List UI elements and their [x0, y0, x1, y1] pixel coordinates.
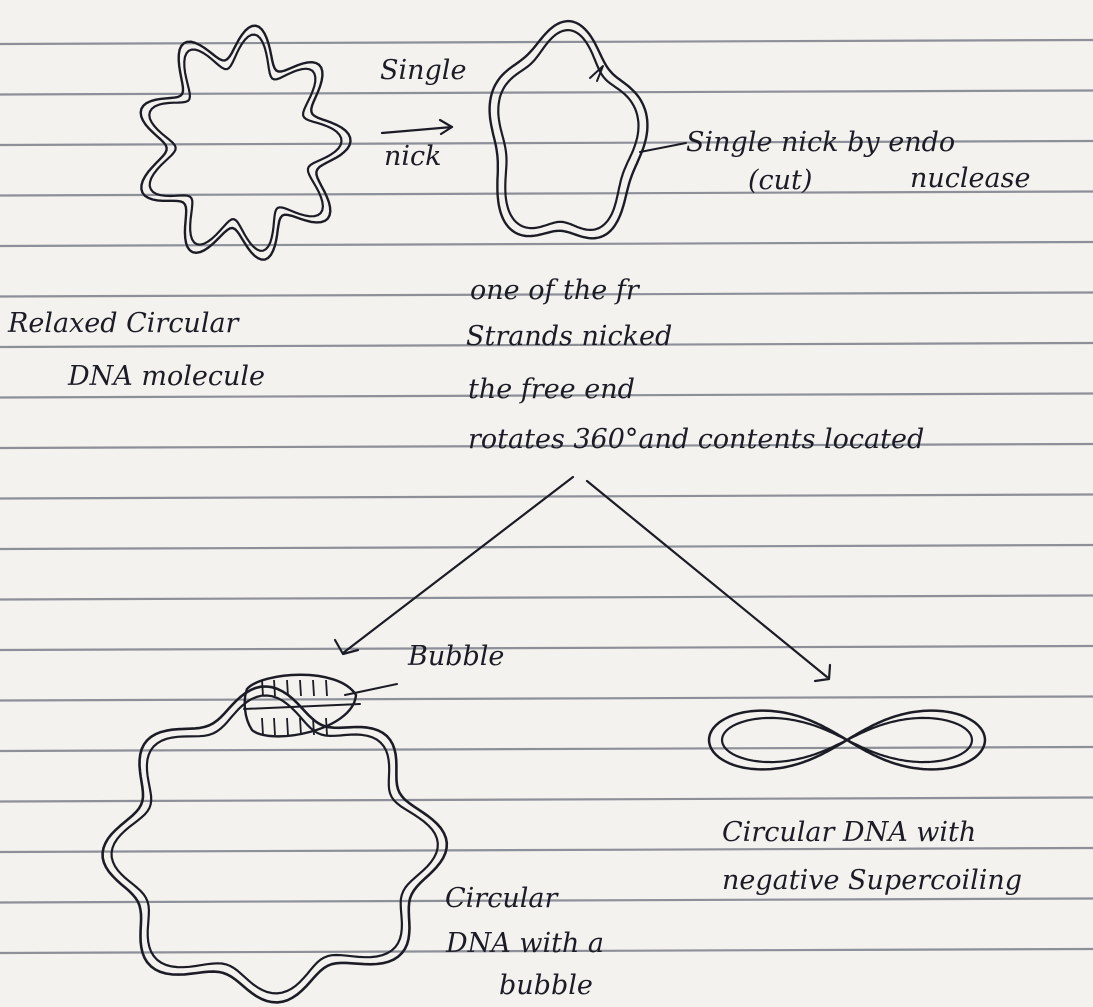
arrow-label-nick: nick	[384, 138, 442, 176]
process-caption-line-1: one of the fr	[470, 272, 639, 310]
relaxed-caption-line-2: DNA molecule	[68, 358, 265, 396]
ruled-line	[0, 545, 1093, 549]
supercoil-inner-strand	[722, 718, 972, 762]
nicked-dna-outer-strand	[490, 21, 648, 238]
arrow-to-bubble-head	[335, 640, 358, 654]
bubble-hatch-stroke	[326, 718, 327, 735]
ruled-line	[0, 747, 1093, 751]
bubble-label: Bubble	[408, 638, 504, 676]
bubble-hatch-stroke	[274, 680, 275, 696]
supercoiled-dna	[709, 711, 985, 770]
nicked-dna-inner-strand	[498, 30, 638, 230]
supercoil-caption-line-1: Circular DNA with	[722, 814, 976, 852]
bubble-hatch-stroke	[300, 680, 301, 696]
free-end-arrow	[590, 66, 603, 81]
arrow-label-single: Single	[380, 52, 466, 90]
bubble-caption-line-2: DNA with a	[446, 925, 604, 963]
bubble-hatch-stroke	[313, 718, 314, 735]
nick-arrow-shaft	[382, 127, 452, 133]
nick-arrow	[382, 120, 452, 134]
ruled-line	[0, 596, 1093, 600]
nick-note-line-2: (cut)	[748, 162, 812, 200]
bubble-hatch-stroke	[287, 680, 288, 696]
bubble-hatch-stroke	[274, 718, 275, 735]
bubble-hatch-stroke	[262, 718, 263, 735]
ruled-line	[0, 646, 1093, 650]
bubble-hatch-stroke	[287, 718, 288, 735]
process-caption-line-2: Strands nicked	[466, 318, 672, 356]
bubble-hatch-stroke	[300, 718, 301, 735]
bubble-hatch-stroke	[326, 680, 327, 696]
bubble-caption-line-3: bubble	[499, 967, 593, 1005]
process-caption-line-4: rotates 360°and contents located	[468, 421, 924, 459]
nick-pointer-line	[640, 143, 686, 152]
ruled-line	[0, 798, 1093, 802]
ruled-line	[0, 697, 1093, 701]
ruled-line	[0, 91, 1093, 95]
bubble-hatch-stroke	[262, 680, 263, 696]
nick-note-line-1: Single nick by endo	[686, 124, 955, 162]
relaxed-dna-inner-strand	[149, 35, 341, 251]
ruled-line	[0, 242, 1093, 246]
bubble-caption-line-1: Circular	[445, 880, 557, 918]
nicked-circular-dna	[490, 21, 686, 238]
nick-note-line-3: nuclease	[910, 160, 1030, 198]
bubble-hatch-stroke	[313, 680, 314, 696]
relaxed-caption-line-1: Relaxed Circular	[8, 305, 238, 343]
supercoil-caption-line-2: negative Supercoiling	[722, 862, 1022, 900]
relaxed-circular-dna	[141, 26, 351, 260]
process-caption-line-3: the free end	[468, 371, 635, 409]
arrow-to-bubble	[343, 477, 573, 653]
